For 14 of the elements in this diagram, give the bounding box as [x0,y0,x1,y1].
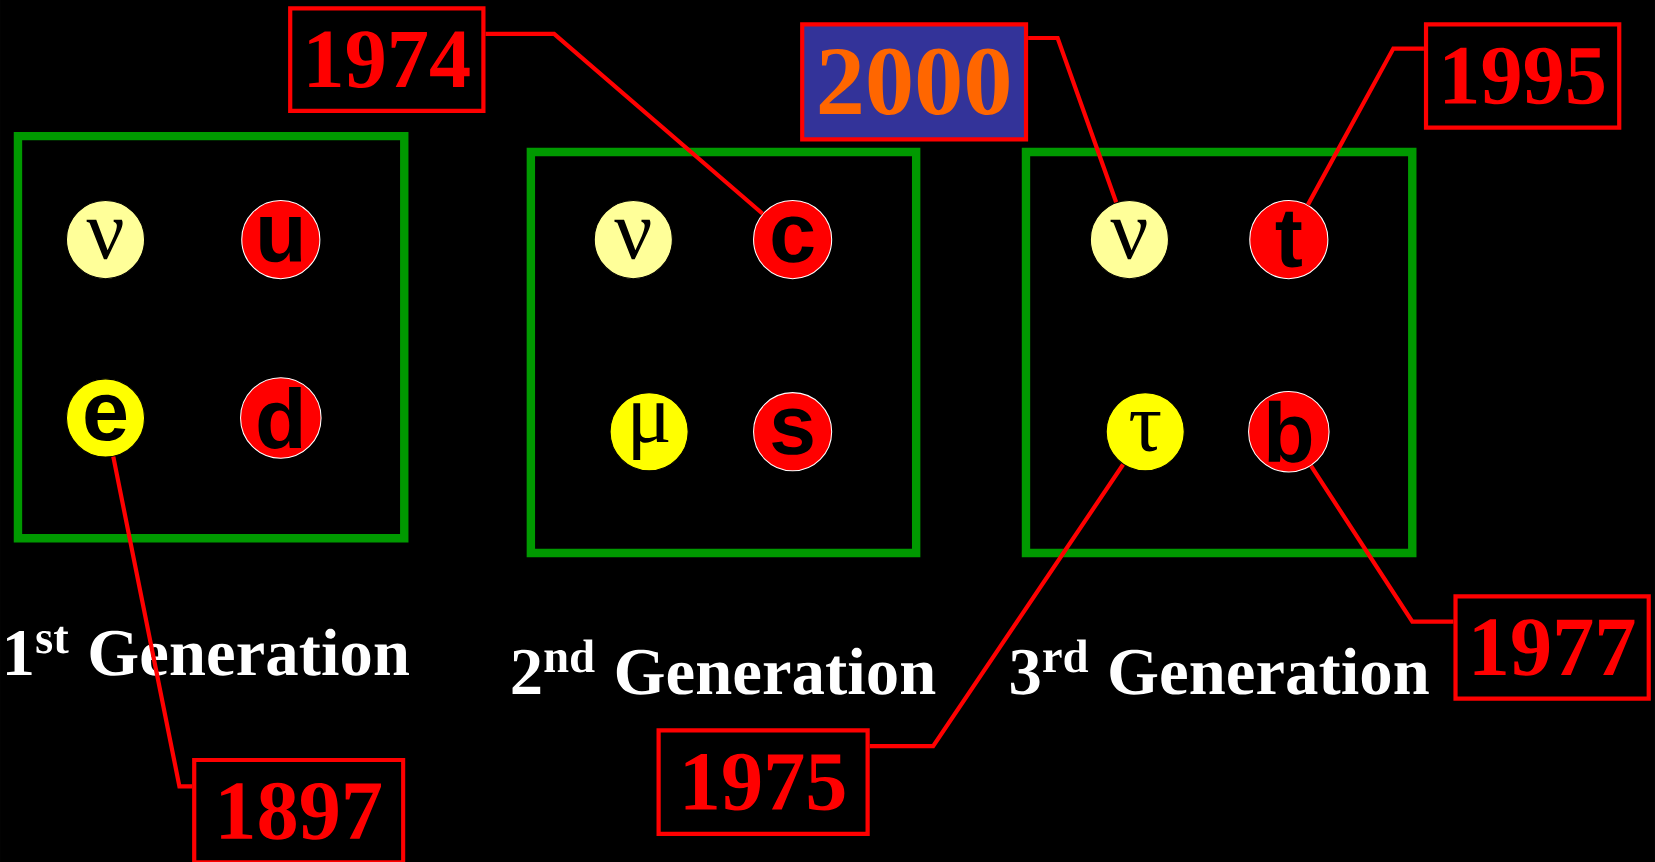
generation-label: 2$^{nd}$ Generation [512,639,936,695]
leader-line [869,463,1125,749]
leader-line [111,456,193,789]
generation-label: 3$^{rd}$ Generation [1011,639,1429,695]
year-box: 1974 [288,6,486,113]
year-box: 1995 [1423,22,1622,130]
year-box: 2000 [800,22,1029,142]
year-box: 1975 [656,728,870,836]
year-box: 1897 [192,757,406,862]
leader-line [1309,464,1454,624]
leader-line [1305,46,1424,206]
leader-line [485,31,765,216]
leader-line [1028,35,1119,203]
year-box: 1977 [1453,594,1651,701]
